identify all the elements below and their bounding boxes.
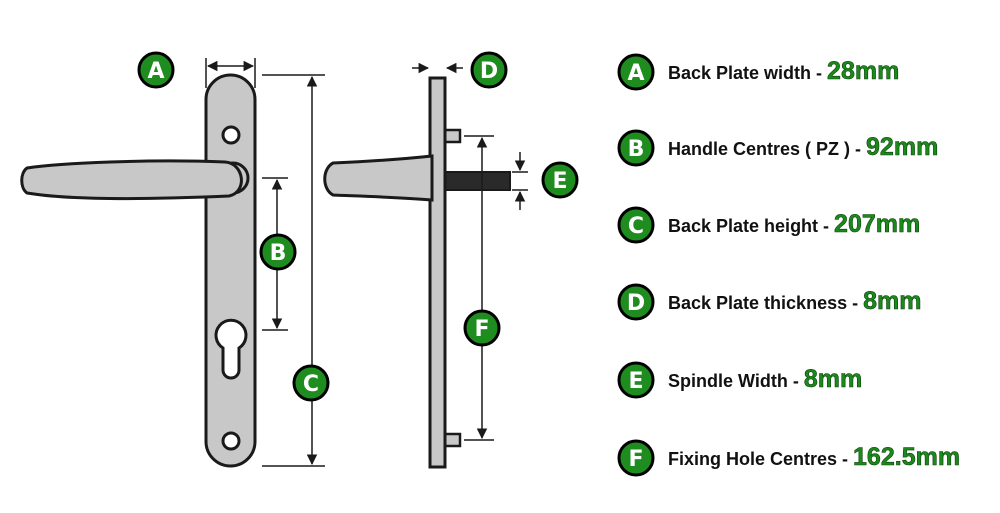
lower-fixing-stud <box>443 432 462 448</box>
upper-fixing-stud <box>443 128 462 144</box>
side-view <box>323 76 511 469</box>
legend-badge <box>617 361 655 399</box>
euro-cylinder-keyhole <box>214 318 248 380</box>
legend-value: 162.5mm <box>853 443 960 471</box>
svg-text:F: F <box>474 317 489 342</box>
legend-label: Fixing Hole Centres - 162.5mm <box>668 443 960 471</box>
dimension-c <box>262 74 325 467</box>
svg-text:E: E <box>552 169 567 194</box>
legend-label: Spindle Width - 8mm <box>668 365 862 393</box>
legend-letter: E <box>628 369 643 394</box>
bottom-fixing-hole <box>221 431 241 451</box>
legend-label: Back Plate height - 207mm <box>668 210 920 238</box>
legend-item-a: A Back Plate width - 28mm <box>617 53 900 91</box>
legend-badge <box>617 283 655 321</box>
legend-badge <box>617 206 655 244</box>
legend-letter: F <box>628 447 643 472</box>
badge-e: E <box>541 161 579 199</box>
badge-c: C <box>292 364 330 402</box>
legend-value: 8mm <box>863 287 921 315</box>
legend-letter: A <box>627 61 644 86</box>
legend-letter: B <box>628 137 645 162</box>
front-view <box>20 73 257 468</box>
legend: A Back Plate width - 28mm B Handle Centr… <box>617 53 960 477</box>
svg-text:C: C <box>303 372 319 397</box>
legend-letter: D <box>627 291 645 316</box>
side-lever <box>323 154 434 202</box>
legend-value: 92mm <box>866 133 938 161</box>
dimension-f <box>464 135 494 441</box>
legend-label: Handle Centres ( PZ ) - 92mm <box>668 133 938 161</box>
spindle <box>444 171 511 191</box>
legend-badge <box>617 439 655 477</box>
legend-item-d: D Back Plate thickness - 8mm <box>617 283 922 321</box>
legend-value: 28mm <box>827 57 899 85</box>
side-back-plate <box>428 76 447 469</box>
legend-item-f: F Fixing Hole Centres - 162.5mm <box>617 439 960 477</box>
legend-letter: C <box>628 214 644 239</box>
legend-label: Back Plate width - 28mm <box>668 57 899 85</box>
svg-text:D: D <box>480 59 498 84</box>
dimension-a <box>205 58 256 88</box>
svg-text:A: A <box>147 59 164 84</box>
legend-value: 8mm <box>804 365 862 393</box>
legend-item-c: C Back Plate height - 207mm <box>617 206 921 244</box>
legend-item-e: E Spindle Width - 8mm <box>617 361 863 399</box>
svg-text:B: B <box>270 241 287 266</box>
front-lever <box>20 159 243 201</box>
dimension-e <box>512 152 528 210</box>
badge-a: A <box>137 51 175 89</box>
legend-item-b: B Handle Centres ( PZ ) - 92mm <box>617 129 939 167</box>
badge-b: B <box>259 233 297 271</box>
legend-badge <box>617 53 655 91</box>
legend-badge <box>617 129 655 167</box>
badge-f: F <box>463 309 501 347</box>
legend-value: 207mm <box>834 210 920 238</box>
badge-d: D <box>470 51 508 89</box>
top-fixing-hole <box>221 125 241 145</box>
legend-label: Back Plate thickness - 8mm <box>668 287 921 315</box>
